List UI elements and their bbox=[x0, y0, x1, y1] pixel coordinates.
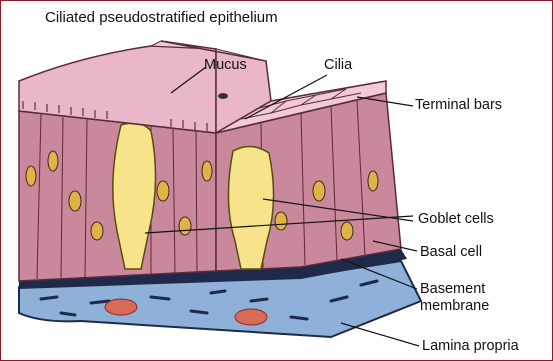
leader-goblet-1 bbox=[145, 216, 413, 233]
leader-cilia bbox=[245, 75, 327, 119]
leader-lamina bbox=[341, 323, 419, 346]
leader-basal-cell bbox=[373, 241, 417, 251]
leader-basement bbox=[341, 259, 417, 289]
leader-goblet-2 bbox=[263, 199, 413, 221]
leader-terminal-bars bbox=[357, 97, 413, 106]
leader-mucus bbox=[171, 67, 206, 93]
